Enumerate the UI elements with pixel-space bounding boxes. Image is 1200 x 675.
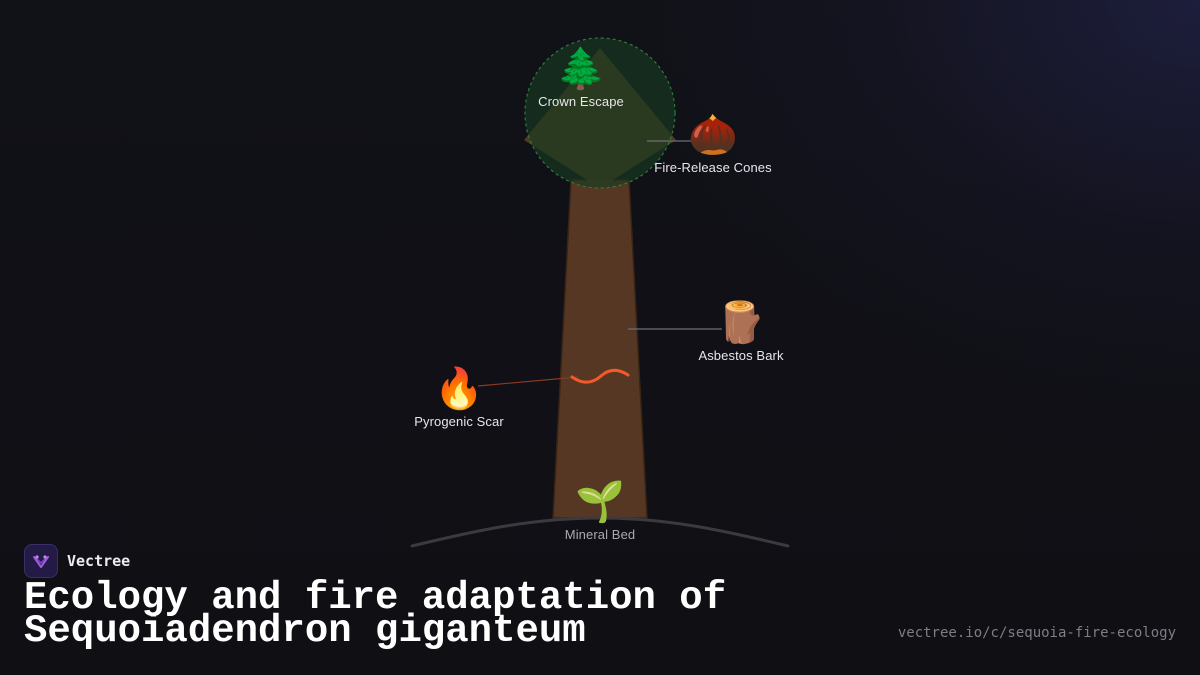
node-fire-release-cones: 🌰 Fire-Release Cones	[654, 112, 771, 175]
fire-icon: 🔥	[434, 367, 484, 411]
page-title: Ecology and fire adaptation of Sequoiade…	[24, 576, 727, 653]
source-url: vectree.io/c/sequoia-fire-ecology	[897, 625, 1176, 641]
node-label: Fire-Release Cones	[654, 160, 772, 175]
crown-halo	[524, 37, 676, 189]
vectree-logo-icon	[24, 544, 58, 578]
trunk	[552, 179, 648, 519]
node-asbestos-bark: 🪵 Asbestos Bark	[698, 300, 783, 363]
logo-mark	[33, 555, 49, 568]
node-label: Pyrogenic Scar	[414, 414, 504, 429]
node-pyrogenic-scar: 🔥 Pyrogenic Scar	[414, 366, 504, 429]
scar-mark	[570, 368, 630, 384]
seedling-icon: 🌱	[575, 480, 625, 524]
log-icon: 🪵	[716, 301, 766, 345]
cone-icon: 🌰	[688, 113, 738, 157]
tree-icon: 🌲	[556, 47, 606, 91]
node-crown-escape: 🌲 Crown Escape	[538, 46, 624, 109]
node-label: Mineral Bed	[564, 527, 636, 542]
brand: Vectree	[24, 544, 130, 578]
node-label: Asbestos Bark	[698, 348, 784, 363]
scar-leader-line	[477, 376, 579, 387]
node-label: Crown Escape	[538, 94, 624, 109]
ground-line	[410, 516, 790, 548]
brand-name: Vectree	[67, 552, 131, 570]
node-mineral-bed: 🌱 Mineral Bed	[565, 479, 635, 542]
